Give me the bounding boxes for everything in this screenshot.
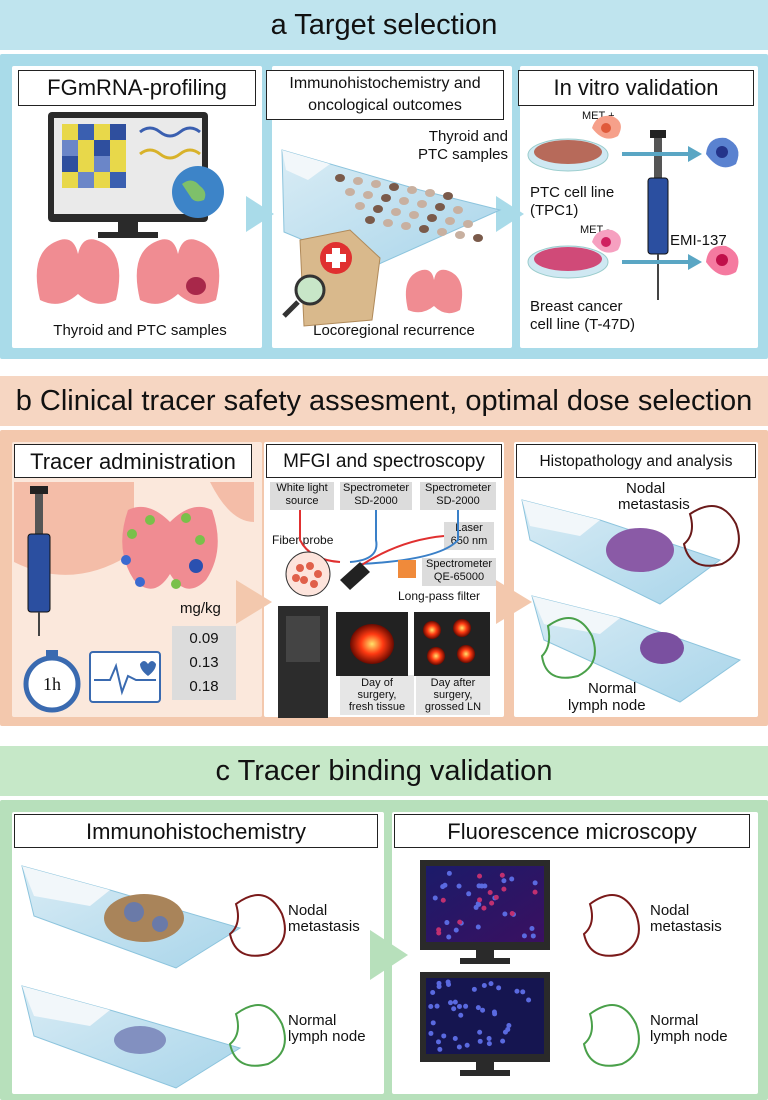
b3-nodal-l2: metastasis — [618, 496, 690, 513]
a3-met-neg: MET - — [580, 224, 610, 236]
b2-img2-l3: grossed LN — [424, 701, 482, 713]
b2-spec2-l2: SD-2000 — [436, 495, 480, 507]
b2-spec3-l2: QE-65000 — [433, 571, 485, 583]
b2-img1-l1: Day of — [361, 677, 393, 689]
b1-dose-2: 0.13 — [172, 652, 236, 674]
c1-nodal-l1: Nodal — [288, 902, 328, 919]
b2-title-box: MFGI and spectroscopy — [266, 444, 502, 478]
a1-title-box: FGmRNA-profiling — [18, 70, 256, 106]
b2-img2-l1: Day after — [430, 677, 476, 689]
a2-samples-line2: PTC samples — [417, 146, 508, 163]
b2-laser-l2: 650 nm — [450, 535, 488, 547]
b1-title: Tracer administration — [30, 449, 236, 474]
b3-normal-l2: lymph node — [568, 697, 646, 714]
a3-cell1-line2: (TPC1) — [530, 202, 579, 219]
b2-img1-l2: surgery, — [357, 689, 397, 701]
a1-title: FGmRNA-profiling — [47, 75, 227, 100]
section-b-title: b Clinical tracer safety assesment, opti… — [15, 385, 753, 417]
b1-title-box: Tracer administration — [14, 444, 252, 478]
a3-tracer: EMI-137 — [670, 232, 727, 249]
b2-white-light-l2: source — [285, 495, 319, 507]
section-a-title: a Target selection — [270, 9, 498, 41]
b3-title-box: Histopathology and analysis — [516, 444, 756, 478]
c2-nodal-l2: metastasis — [650, 918, 722, 935]
section-a-banner: a Target selection — [0, 0, 768, 50]
a2-samples-line1: Thyroid and — [428, 128, 508, 145]
b3-nodal-l1: Nodal — [626, 480, 666, 497]
section-c-banner: c Tracer binding validation — [0, 746, 768, 796]
b2-laser: Laser 650 nm — [444, 522, 494, 550]
b1-dose-3: 0.18 — [172, 674, 236, 700]
a2-title-line2: oncological outcomes — [308, 97, 462, 114]
b1-dose-1: 0.09 — [172, 626, 236, 652]
a1-card — [12, 66, 262, 348]
c1-card — [12, 812, 384, 1094]
b2-laser-l1: Laser — [455, 522, 483, 534]
b2-filter: Long-pass filter — [398, 589, 481, 603]
c1-nodal-l2: metastasis — [288, 918, 360, 935]
b2-spec3-l1: Spectrometer — [425, 558, 493, 570]
b2-title: MFGI and spectroscopy — [283, 451, 485, 472]
b2-spec1: Spectrometer SD-2000 — [340, 482, 412, 510]
c2-title-box: Fluorescence microscopy — [394, 814, 750, 848]
a2-title-box: Immunohistochemistry and oncological out… — [266, 70, 504, 120]
a3-title-box: In vitro validation — [518, 70, 754, 106]
b2-white-light-l1: White light — [276, 482, 328, 494]
b2-spec3: Spectrometer QE-65000 — [422, 558, 496, 586]
b2-spec1-l2: SD-2000 — [354, 495, 398, 507]
b2-fiber: Fiber probe — [272, 533, 334, 547]
b2-spec2: Spectrometer SD-2000 — [420, 482, 496, 510]
section-c-title: c Tracer binding validation — [215, 755, 553, 787]
c2-normal-l2: lymph node — [650, 1028, 728, 1045]
b2-spec1-l1: Spectrometer — [342, 482, 410, 494]
b2-img1-l3: fresh tissue — [348, 701, 406, 713]
a3-title: In vitro validation — [553, 75, 719, 100]
c1-normal-l1: Normal — [288, 1012, 337, 1029]
c1-normal-l2: lymph node — [288, 1028, 366, 1045]
b2-spec2-l1: Spectrometer — [424, 482, 492, 494]
c1-title: Immunohistochemistry — [85, 819, 307, 844]
a2-caption: Locoregional recurrence — [313, 322, 475, 339]
c2-nodal-l1: Nodal — [650, 902, 690, 919]
b3-normal-l1: Normal — [588, 680, 637, 697]
a3-card — [520, 66, 758, 348]
c1-title-box: Immunohistochemistry — [14, 814, 378, 848]
b3-title: Histopathology and analysis — [539, 453, 733, 470]
a3-met-pos: MET + — [582, 110, 615, 122]
b2-img2-caption: Day after surgery, grossed LN — [416, 675, 490, 715]
b2-white-light: White light source — [270, 482, 334, 510]
a3-cell1-line1: PTC cell line — [530, 184, 615, 201]
b2-img1-caption: Day of surgery, fresh tissue — [340, 675, 414, 715]
section-b-banner: b Clinical tracer safety assesment, opti… — [0, 376, 768, 426]
a3-cell2-line1: Breast cancer — [530, 298, 623, 315]
c2-normal-l1: Normal — [650, 1012, 699, 1029]
b1-dose-unit: mg/kg — [180, 600, 221, 617]
a2-title-line1: Immunohistochemistry and — [289, 75, 481, 92]
c2-title: Fluorescence microscopy — [447, 819, 697, 844]
b2-img2-l2: surgery, — [433, 689, 473, 701]
b1-tracer: EMI-137 — [60, 516, 117, 533]
a1-caption: Thyroid and PTC samples — [53, 322, 227, 339]
a3-cell2-line2: cell line (T-47D) — [530, 316, 636, 333]
c2-card — [392, 812, 758, 1094]
